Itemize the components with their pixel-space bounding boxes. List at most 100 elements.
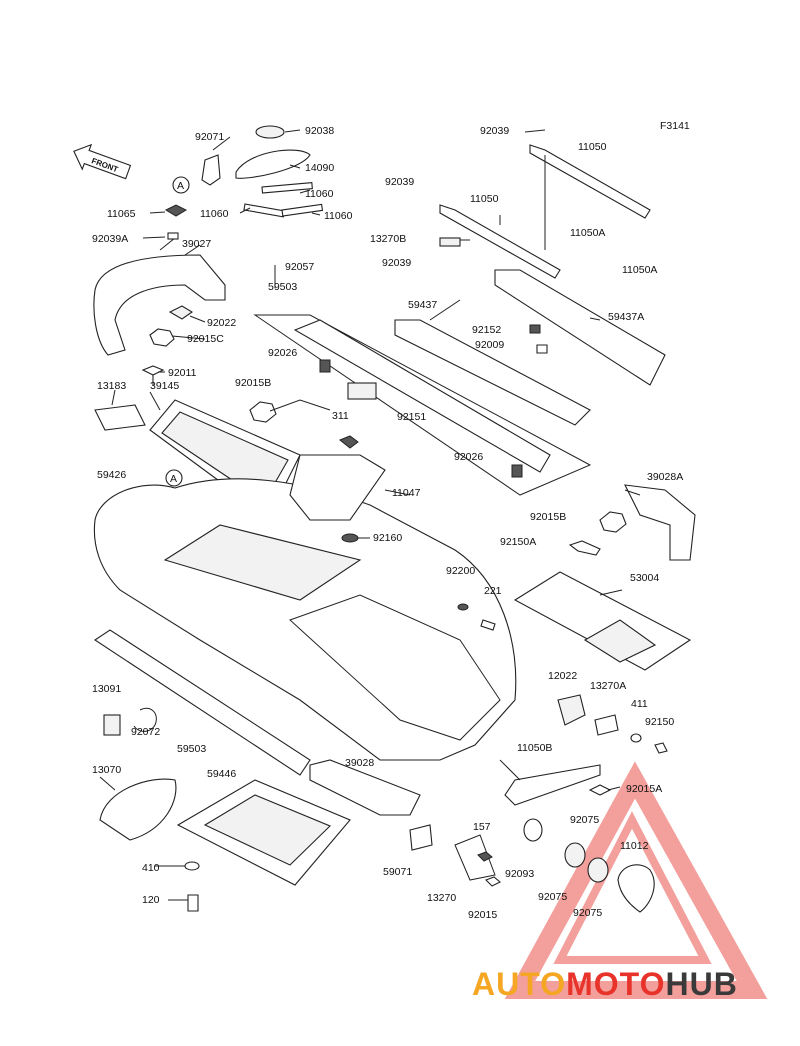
label-11050A-a: 11050A (570, 227, 605, 239)
handle-39027-shape (93, 254, 226, 356)
label-39027: 39027 (182, 238, 211, 250)
label-92200: 92200 (446, 565, 475, 577)
label-12022: 12022 (548, 670, 577, 682)
label-411: 411 (631, 698, 648, 710)
bolt-120-shape (187, 894, 199, 912)
fitting-11012-shape (617, 864, 655, 913)
rail-11050B-shape (504, 764, 601, 806)
label-59437: 59437 (408, 299, 437, 311)
nut-311-shape (339, 435, 359, 449)
label-11060-a: 11060 (305, 188, 334, 200)
nut-92015-shape (485, 876, 501, 887)
label-92026-b: 92026 (454, 451, 483, 463)
hull-seat-recess (163, 524, 362, 601)
label-59426: 59426 (97, 469, 126, 481)
watermark-logo: AUTOMOTOHUB (472, 966, 738, 1002)
label-92057: 92057 (285, 261, 314, 273)
label-311: 311 (332, 410, 349, 422)
cap-92038-shape (255, 125, 285, 139)
label-11060-c: 11060 (324, 210, 353, 222)
label-59503-top: 59503 (268, 281, 297, 293)
grate-59446-inner (203, 794, 331, 866)
label-92015C: 92015C (187, 333, 224, 345)
label-11050A-b: 11050A (622, 264, 657, 276)
strip-39028-shape (309, 759, 421, 816)
hull-footwell (289, 594, 501, 741)
label-92026-a: 92026 (268, 347, 297, 359)
pad-92026a-shape (319, 359, 331, 373)
label-92071: 92071 (195, 131, 224, 143)
label-92152: 92152 (472, 324, 501, 336)
label-14090: 14090 (305, 162, 334, 174)
plate-13270A-shape (594, 714, 619, 736)
washer-410-shape (184, 861, 200, 871)
callout-a-hull: A (165, 469, 183, 487)
label-120: 120 (142, 894, 160, 906)
cap-92071-shape (201, 154, 221, 186)
nut-92015B2-shape (599, 511, 627, 533)
label-13091: 13091 (92, 683, 121, 695)
label-11060-b: 11060 (200, 208, 229, 220)
label-13070: 13070 (92, 764, 121, 776)
bolt-92039A-shape (167, 232, 179, 240)
label-59446: 59446 (207, 768, 236, 780)
cover-59437-shape (394, 319, 591, 426)
clip-92072-shape (133, 707, 157, 732)
label-92160: 92160 (373, 532, 402, 544)
label-92093: 92093 (505, 868, 534, 880)
cover-14090-shape (235, 149, 311, 179)
watermark-triangle (504, 761, 768, 999)
label-92039-b: 92039 (385, 176, 414, 188)
leader-lines (99, 129, 641, 901)
label-92150A: 92150A (500, 536, 536, 548)
label-92072: 92072 (131, 726, 160, 738)
fitting-59071-shape (409, 824, 433, 851)
pad-13091-shape (103, 714, 121, 736)
cover-13070-shape (99, 778, 177, 841)
label-92011: 92011 (168, 367, 197, 379)
label-11012: 11012 (620, 840, 649, 852)
label-92039A: 92039A (92, 233, 128, 245)
hose-13270-shape (454, 834, 496, 881)
washer-92022-shape (168, 305, 194, 320)
label-92015A: 92015A (626, 783, 662, 795)
cover-59437A-shape (494, 269, 666, 386)
front-arrow-icon: FRONT (73, 143, 132, 180)
label-92022: 92022 (207, 317, 236, 329)
watermark-hub: HUB (665, 966, 737, 1002)
label-410: 410 (142, 862, 160, 874)
label-11050-a: 11050 (578, 141, 607, 153)
nut-92015C-shape (149, 328, 175, 347)
label-92151-shape (347, 382, 377, 400)
mat-53004-grid (583, 619, 657, 663)
plate-13270B-shape (439, 237, 461, 247)
label-53004: 53004 (630, 572, 659, 584)
grommet-92152-shape (529, 324, 541, 334)
label-92015B: 92015B (235, 377, 271, 389)
nut-157-shape (477, 851, 493, 862)
rail-11050b-shape (529, 144, 651, 219)
label-92015: 92015 (468, 909, 497, 921)
label-157: 157 (473, 821, 491, 833)
label-92039-a: 92039 (480, 125, 509, 137)
watermark-moto: MOTO (566, 966, 665, 1002)
svg-text:A: A (177, 180, 184, 192)
label-221: 221 (484, 585, 502, 597)
grommet-92160-shape (341, 533, 359, 543)
figure-code: F3141 (660, 120, 690, 132)
bolt-92150-shape (654, 742, 668, 754)
label-59071: 59071 (383, 866, 412, 878)
part-labels: F3141 92071 92038 14090 11060 11060 1106… (92, 120, 690, 921)
bolt-92009-shape (536, 344, 548, 354)
label-92150: 92150 (645, 716, 674, 728)
svg-text:A: A (170, 473, 177, 485)
washer-411-shape (630, 733, 642, 743)
nut-11065-shape (164, 204, 188, 217)
svg-text:AUTOMOTOHUB: AUTOMOTOHUB (472, 966, 738, 1002)
label-92151: 92151 (397, 411, 426, 423)
rail-11050a-shape (439, 204, 561, 279)
watermark-triangle-outer (504, 761, 768, 999)
watermark-auto: AUTO (472, 966, 566, 1002)
label-59503-bottom: 59503 (177, 743, 206, 755)
